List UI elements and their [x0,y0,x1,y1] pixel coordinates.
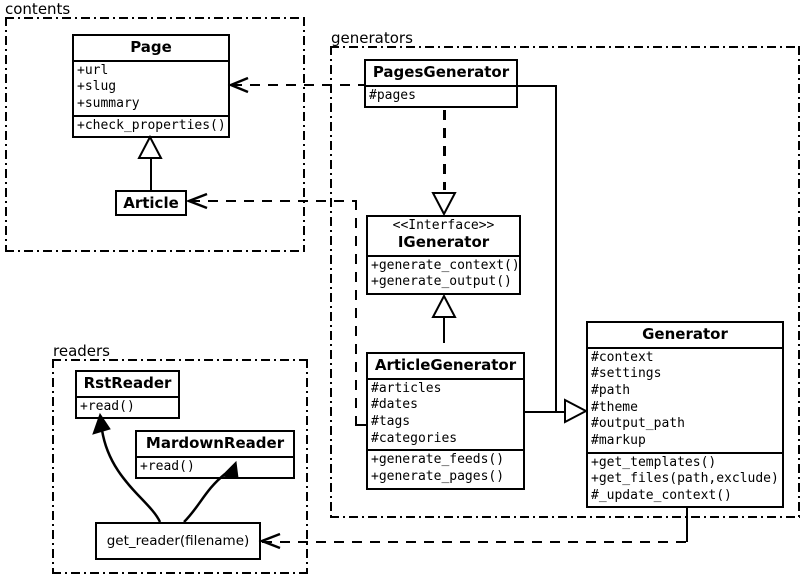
class-box-get-reader[interactable]: get_reader(filename) [95,522,261,560]
attribute-pages: #pages [369,87,416,103]
attribute-articles: #articles [371,380,442,396]
connector-articlegenerator-to-igenerator [443,315,445,343]
attribute-context: #context [591,349,654,365]
class-box-page[interactable]: Page +url +slug +summary +check_properti… [72,34,230,139]
class-methods-page: +check_properties() [74,114,228,137]
connector-articlegenerator-to-article-horizontal [190,200,357,202]
package-generators-border-bottom [330,516,800,518]
class-title-get-reader: get_reader(filename) [106,533,250,549]
method-generate-feeds: +generate_feeds() [371,452,505,468]
class-attributes-articlegenerator: #articles #dates #tags #categories [368,377,523,450]
package-contents-border-bottom [5,250,305,252]
class-title-generator: Generator [642,325,728,343]
connector-generator-down-stub [686,504,688,542]
class-stereotype-igenerator: <<Interface>> [392,218,495,233]
method-get-templates: +get_templates() [591,454,717,470]
package-contents-border-right [303,17,305,252]
class-box-igenerator[interactable]: <<Interface>> IGenerator +generate_conte… [366,215,521,295]
class-title-rstreader: RstReader [83,374,172,392]
class-title-igenerator-block: <<Interface>> IGenerator [368,217,519,255]
package-readers-border-bottom [52,572,308,574]
connector-articlegenerator-stub [355,424,367,426]
class-methods-generator: +get_templates() +get_files(path,exclude… [588,451,782,507]
package-generators-border-right [798,46,800,518]
method-read-markdown: +read() [140,458,195,474]
package-readers-border-right [306,359,308,574]
attribute-url: +url [77,62,109,78]
package-readers-border-left [52,359,54,574]
class-box-articlegenerator[interactable]: ArticleGenerator #articles #dates #tags … [366,352,525,490]
attribute-tags: #tags [371,414,411,430]
attribute-markup: #markup [591,432,646,448]
package-readers-border-top [52,359,308,361]
connector-articlegenerator-to-generator [525,411,557,413]
package-generators-border-top [330,46,800,48]
class-title-page: Page [130,38,172,56]
method-get-files: +get_files(path,exclude) [591,471,779,487]
class-methods-articlegenerator: +generate_feeds() +generate_pages() [368,449,523,487]
class-title-article: Article [123,193,179,212]
arrowhead-triangle-articlegenerator-igenerator [431,293,457,318]
package-label-contents: contents [5,0,71,18]
attribute-categories: #categories [371,430,458,446]
connector-curve-getreader-mardownreader [183,473,226,523]
connector-pagesgenerator-to-generator-vertical [555,85,557,412]
method-update-context: #_update_context() [591,487,732,503]
class-box-generator[interactable]: Generator #context #settings #path #them… [586,321,784,509]
class-methods-mardownreader: +read() [137,455,293,478]
attribute-output-path: #output_path [591,416,685,432]
connector-pagesgenerator-to-page [196,84,364,86]
arrowhead-triangle-pagesgenerator-igenerator [431,192,457,217]
package-contents-border-left [5,17,7,252]
class-attributes-page: +url +slug +summary [74,59,228,115]
attribute-path: #path [591,383,631,399]
connector-generator-to-getreader [262,541,688,543]
attribute-theme: #theme [591,399,638,415]
package-label-generators: generators [331,29,413,47]
class-box-pagesgenerator[interactable]: PagesGenerator #pages [364,59,518,109]
package-contents-border-top [5,17,305,19]
method-generate-context: +generate_context() [371,257,520,273]
connector-article-to-page [150,157,152,191]
class-attributes-generator: #context #settings #path #theme #output_… [588,346,782,452]
arrowhead-triangle-generators-generator [564,398,589,424]
class-title-igenerator: IGenerator [397,232,490,251]
package-label-readers: readers [53,342,110,360]
arrowhead-triangle-article-page [137,134,163,159]
class-title-articlegenerator: ArticleGenerator [374,356,517,374]
connector-pagesgenerator-to-generator-top [517,85,557,87]
package-generators-border-left [330,46,332,518]
class-title-pagesgenerator: PagesGenerator [372,63,510,81]
connector-pagesgenerator-to-igenerator [443,110,446,190]
attribute-dates: #dates [371,397,418,413]
method-read-rst: +read() [80,398,135,414]
class-methods-igenerator: +generate_context() +generate_output() [368,254,520,293]
method-generate-pages: +generate_pages() [371,468,505,484]
class-methods-rstreader: +read() [77,395,178,418]
connector-generator-inherit-stub [555,411,566,413]
method-check-properties: +check_properties() [77,117,226,133]
attribute-slug: +slug [77,79,117,95]
connector-articlegenerator-to-article-vertical [355,200,357,425]
class-box-mardownreader[interactable]: MardownReader +read() [135,430,295,480]
method-generate-output: +generate_output() [371,274,512,290]
class-box-article[interactable]: Article [115,190,187,216]
attribute-settings: #settings [591,366,662,382]
class-box-rstreader[interactable]: RstReader +read() [75,370,180,420]
class-attributes-pagesgenerator: #pages [366,84,516,107]
class-title-mardownreader: MardownReader [145,434,285,452]
attribute-summary: +summary [77,96,140,112]
